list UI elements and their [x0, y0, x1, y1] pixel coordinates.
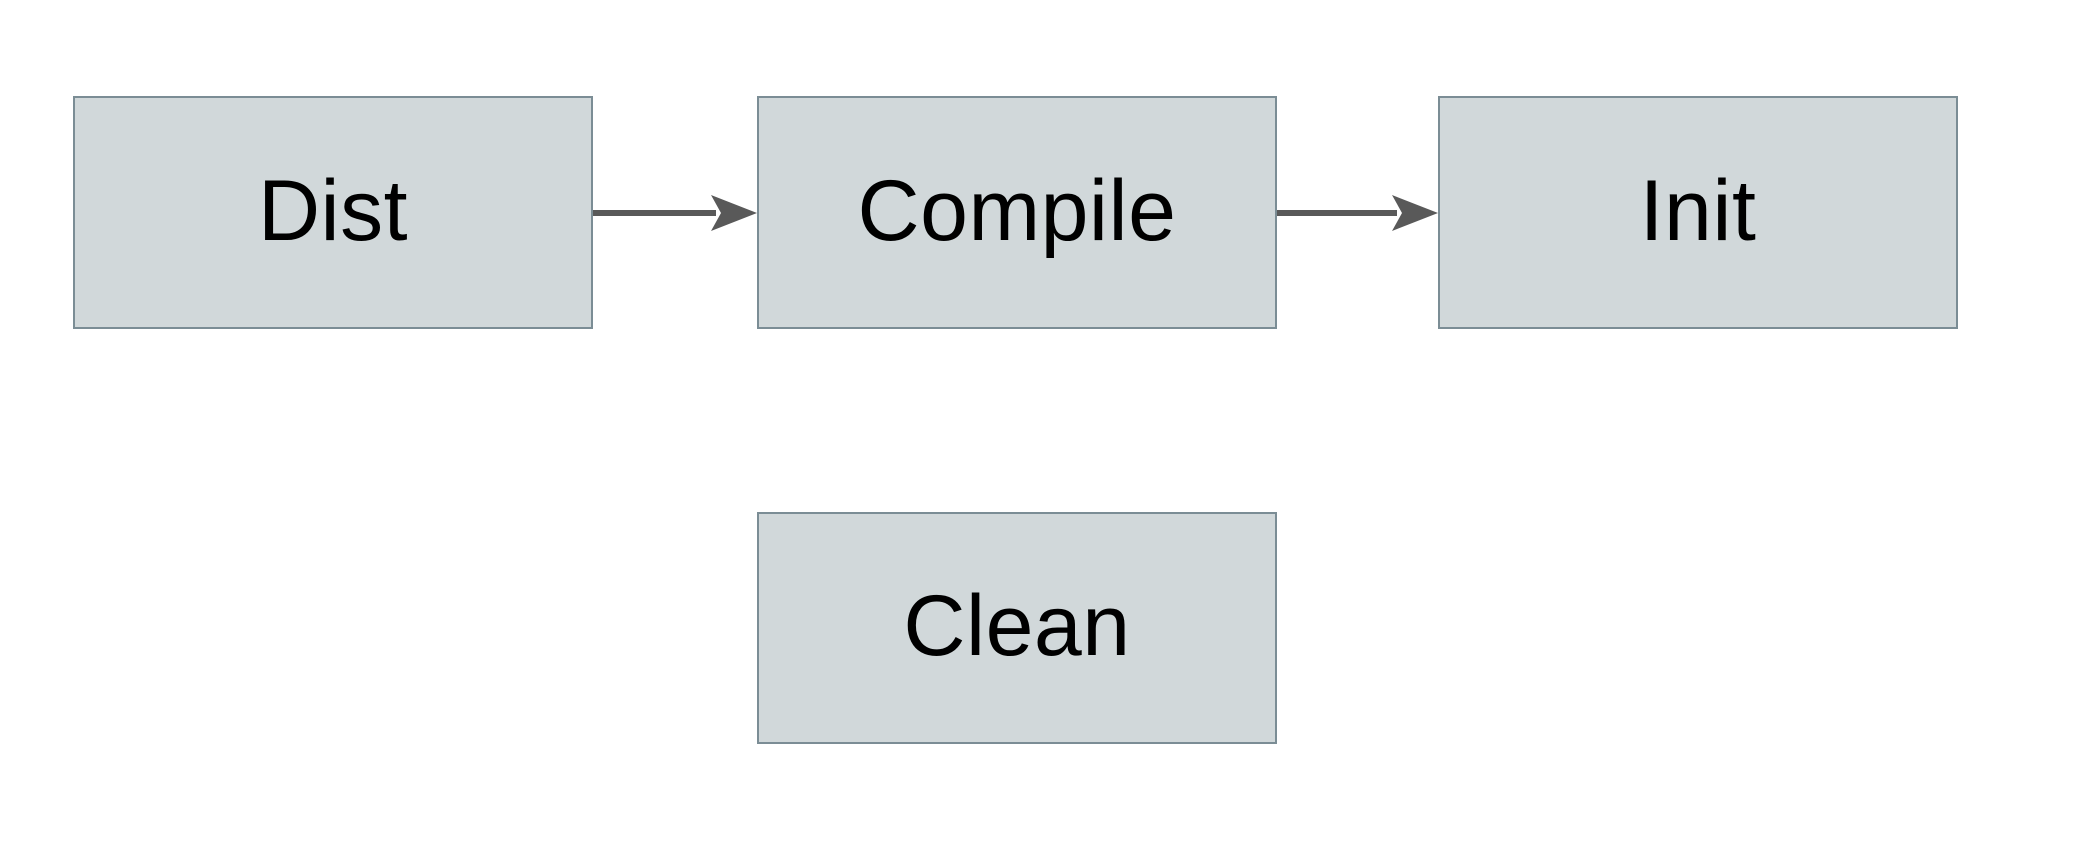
- node-compile: Compile: [757, 96, 1277, 329]
- node-clean-label: Clean: [903, 578, 1131, 674]
- node-clean: Clean: [757, 512, 1277, 744]
- arrow-compile-to-init-icon: [1277, 195, 1438, 231]
- node-dist: Dist: [73, 96, 593, 329]
- node-compile-label: Compile: [857, 162, 1177, 259]
- node-dist-label: Dist: [257, 162, 409, 259]
- node-init: Init: [1438, 96, 1958, 329]
- arrow-dist-to-compile-icon: [593, 195, 757, 231]
- node-init-label: Init: [1639, 162, 1757, 259]
